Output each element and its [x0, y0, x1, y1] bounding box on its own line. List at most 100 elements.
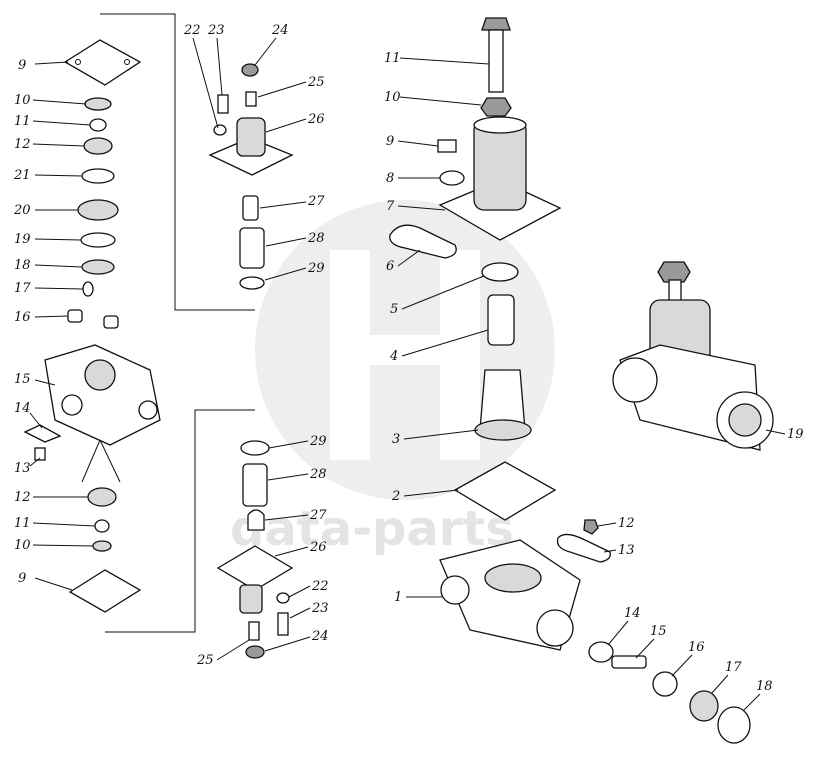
washer-22-bottom	[276, 592, 290, 604]
ring-18-right	[717, 706, 751, 744]
label-15: 15	[14, 372, 31, 387]
label-29-top: 29	[307, 261, 325, 276]
plate-18	[81, 259, 115, 275]
gasket-9-top	[63, 39, 142, 86]
washer-29-bottom	[240, 440, 270, 456]
label-4-right: 4	[389, 349, 398, 364]
label-22-bottom: 22	[311, 579, 329, 594]
label-27-bottom: 27	[309, 508, 327, 523]
nut-24-top	[241, 63, 259, 77]
label-16-right: 16	[688, 640, 705, 655]
label-12-right: 12	[618, 516, 635, 531]
label-16: 16	[14, 310, 31, 325]
label-14-right: 14	[624, 606, 641, 621]
label-7-right: 7	[386, 199, 395, 214]
assembled-valve-19	[612, 261, 774, 451]
disc-10-top	[84, 97, 112, 111]
spring-28-top	[239, 227, 265, 269]
plate-13-right	[556, 533, 611, 563]
valve-12-top	[83, 137, 113, 155]
label-8-right: 8	[386, 171, 394, 186]
nut-12-right	[583, 519, 599, 535]
washer-8	[439, 170, 465, 186]
upper-middle-parts	[208, 63, 294, 290]
lower-middle-parts	[216, 440, 294, 659]
label-24-top: 24	[271, 23, 289, 38]
label-9-top: 9	[18, 58, 26, 73]
gasket-9-bottom	[68, 569, 142, 613]
label-9-bottom: 9	[18, 571, 26, 586]
connector-bracket-lower	[105, 409, 255, 633]
screw-25-top	[245, 91, 257, 107]
left-column-parts	[23, 39, 161, 613]
spring-16-right	[652, 671, 678, 697]
label-3-right: 3	[392, 432, 400, 447]
washer-22-top	[213, 124, 227, 136]
label-23-top: 23	[207, 23, 225, 38]
label-23-bottom: 23	[311, 601, 329, 616]
label-11-top: 11	[14, 114, 31, 129]
ring-21	[81, 168, 115, 184]
plate-6	[389, 224, 457, 259]
valve-15-right	[611, 655, 647, 669]
label-26-bottom: 26	[309, 540, 327, 555]
label-28-top: 28	[307, 231, 325, 246]
spring-28-bottom	[242, 463, 268, 507]
label-29-bottom: 29	[309, 434, 327, 449]
bush-14-right	[588, 641, 614, 663]
label-17: 17	[14, 281, 31, 296]
screw-23-top	[217, 94, 229, 114]
o-ring-19	[80, 232, 116, 248]
label-18: 18	[14, 258, 31, 273]
plate-17-right	[689, 690, 719, 722]
label-24-bottom: 24	[311, 629, 329, 644]
label-20: 20	[13, 203, 31, 218]
label-9-right: 9	[386, 134, 394, 149]
right-stack-labels: 11 10 9 8 7 6 5 4 3 2 1 12 13 14 15 16 1…	[384, 51, 804, 711]
screw-23-bottom	[277, 612, 289, 636]
bush-16b	[103, 315, 119, 329]
disc-10-bottom	[92, 540, 112, 552]
label-11-bottom: 11	[14, 516, 31, 531]
washer-5	[481, 262, 519, 282]
spring-17	[82, 281, 94, 297]
label-22-top: 22	[183, 23, 201, 38]
spring-4	[487, 294, 515, 346]
label-10-right: 10	[384, 90, 401, 105]
label-12-bottom: 12	[14, 490, 31, 505]
label-21: 21	[13, 168, 31, 183]
right-stack-parts	[389, 17, 774, 744]
label-15-right: 15	[650, 624, 667, 639]
label-1-right: 1	[394, 590, 402, 605]
plate-14	[23, 424, 62, 443]
label-27-top: 27	[307, 194, 325, 209]
nut-24-bottom	[245, 645, 265, 659]
label-10-top: 10	[14, 93, 31, 108]
label-13: 13	[14, 461, 31, 476]
gasket-2	[453, 461, 557, 521]
left-labels: 9 10 11 12 21 20 19 18 17 16 15 14 13 12…	[13, 58, 96, 591]
seat-20	[77, 199, 119, 221]
label-25-top: 25	[307, 75, 325, 90]
screw-9	[437, 139, 457, 153]
label-28-bottom: 28	[309, 467, 327, 482]
bush-16	[67, 309, 83, 323]
label-12-top: 12	[14, 137, 31, 152]
label-18-right: 18	[756, 679, 773, 694]
label-19: 19	[14, 232, 31, 247]
guide-27-top	[242, 195, 259, 221]
label-13-right: 13	[618, 543, 635, 558]
upper-middle-labels: 22 23 24 25 26 27 28 29	[183, 23, 325, 281]
label-5-right: 5	[390, 302, 398, 317]
flange-26-bottom	[216, 545, 294, 591]
bolt-head-11	[481, 17, 511, 31]
connector-bracket-upper	[100, 13, 255, 311]
spring-11-top	[89, 118, 107, 132]
watermark-text: data-parts	[230, 501, 514, 557]
nut-10	[480, 97, 512, 117]
label-14: 14	[14, 401, 31, 416]
label-11-right: 11	[384, 51, 401, 66]
label-2-right: 2	[391, 489, 400, 504]
